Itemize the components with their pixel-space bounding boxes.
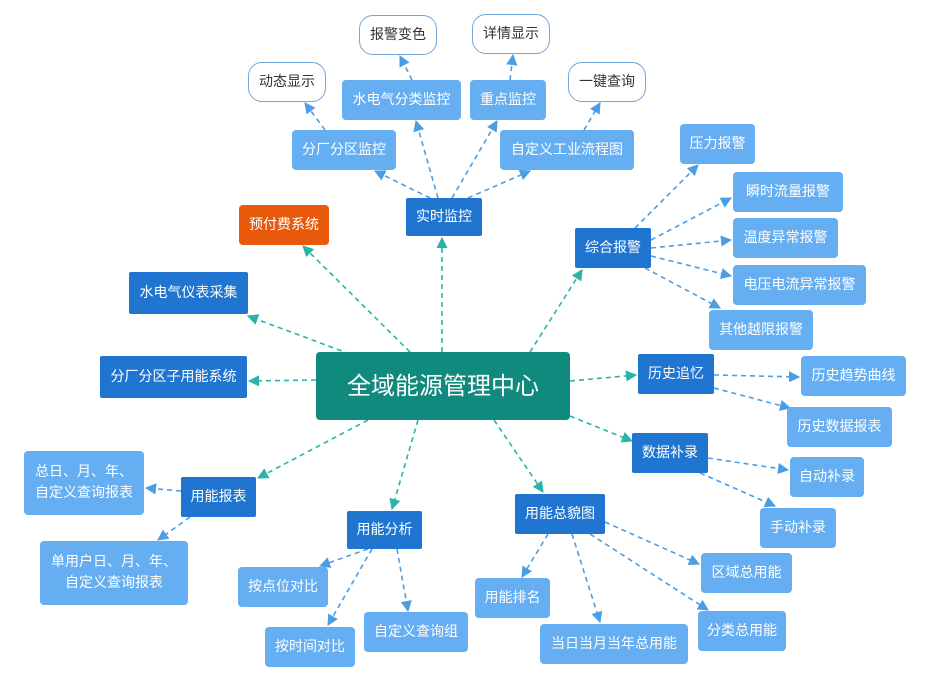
node-region-total[interactable]: 区域总用能 [701,553,792,593]
node-category-total[interactable]: 分类总用能 [698,611,786,651]
connector-arrow [257,419,369,479]
node-detail-display[interactable]: 详情显示 [472,14,550,54]
connector-arrow [506,53,518,81]
node-alarm-color[interactable]: 报警变色 [359,15,437,55]
connector-arrow [634,164,699,229]
connector-arrow [604,521,701,566]
connector-arrow [247,375,317,387]
connector-arrow [713,387,792,411]
node-auto-fill[interactable]: 自动补录 [790,457,864,497]
node-custom-group[interactable]: 自定义查询组 [364,612,468,652]
connector-arrow [467,169,532,199]
connector-arrow [571,533,603,624]
node-temp-alarm[interactable]: 温度异常报警 [733,218,838,258]
connector-arrow [373,170,431,199]
connector-arrow [327,548,373,626]
node-custom-flow[interactable]: 自定义工业流程图 [500,130,634,170]
node-point-compare[interactable]: 按点位对比 [238,567,328,607]
node-analysis[interactable]: 用能分析 [347,511,422,549]
node-ranking[interactable]: 用能排名 [475,578,550,618]
connector-arrow [529,269,583,353]
connector-arrow [650,235,733,249]
node-manual-fill[interactable]: 手动补录 [760,508,836,548]
node-flow-alarm[interactable]: 瞬时流量报警 [733,172,843,212]
node-overview[interactable]: 用能总貌图 [515,494,605,534]
connector-arrow [521,533,549,578]
connector-arrow [699,472,777,508]
node-history[interactable]: 历史追忆 [638,354,714,394]
node-data-fill[interactable]: 数据补录 [632,433,708,473]
node-one-click-query[interactable]: 一键查询 [568,62,646,102]
node-pressure-alarm[interactable]: 压力报警 [680,124,755,164]
connector-arrow [493,419,544,493]
node-factory-zone-monitor[interactable]: 分厂分区监控 [292,130,396,170]
node-center[interactable]: 全域能源管理中心 [316,352,570,420]
connector-arrow [650,255,733,279]
node-time-compare[interactable]: 按时间对比 [265,627,355,667]
connector-arrow [302,245,411,353]
node-user-report[interactable]: 单用户日、月、年、自定义查询报表 [40,541,188,605]
node-alarm[interactable]: 综合报警 [575,228,651,268]
connector-arrow [713,371,801,383]
connector-arrow [389,419,419,511]
node-key-monitor[interactable]: 重点监控 [470,80,546,120]
connector-arrow [707,457,790,475]
connector-arrow [246,314,351,355]
connector-arrow [583,102,601,131]
node-other-alarm[interactable]: 其他越限报警 [709,310,813,350]
connector-arrow [589,533,709,611]
connector-arrow [144,483,182,495]
node-sub-energy[interactable]: 分厂分区子用能系统 [100,356,247,398]
node-meter-collect[interactable]: 水电气仪表采集 [129,272,248,314]
connector-arrow [399,54,413,81]
node-utility-monitor[interactable]: 水电气分类监控 [342,80,461,120]
connector-arrow [451,120,498,199]
connector-arrow [569,370,638,382]
node-realtime-monitor[interactable]: 实时监控 [406,198,482,236]
connector-arrow [396,548,412,613]
node-prepaid[interactable]: 预付费系统 [239,205,329,245]
node-history-report[interactable]: 历史数据报表 [787,407,892,447]
connector-arrow [569,415,634,443]
connector-arrow [644,267,721,309]
connector-arrow [318,548,369,568]
connector-arrow [650,197,732,241]
node-volt-alarm[interactable]: 电压电流异常报警 [733,265,866,305]
node-dynamic-display[interactable]: 动态显示 [248,62,326,102]
node-report[interactable]: 用能报表 [181,477,256,517]
node-total-report[interactable]: 总日、月、年、自定义查询报表 [24,451,144,515]
node-history-trend[interactable]: 历史趋势曲线 [801,356,906,396]
node-period-total[interactable]: 当日当月当年总用能 [540,624,688,664]
connector-arrow [157,516,191,541]
connector-arrow [304,102,326,131]
connector-arrow [413,119,439,199]
